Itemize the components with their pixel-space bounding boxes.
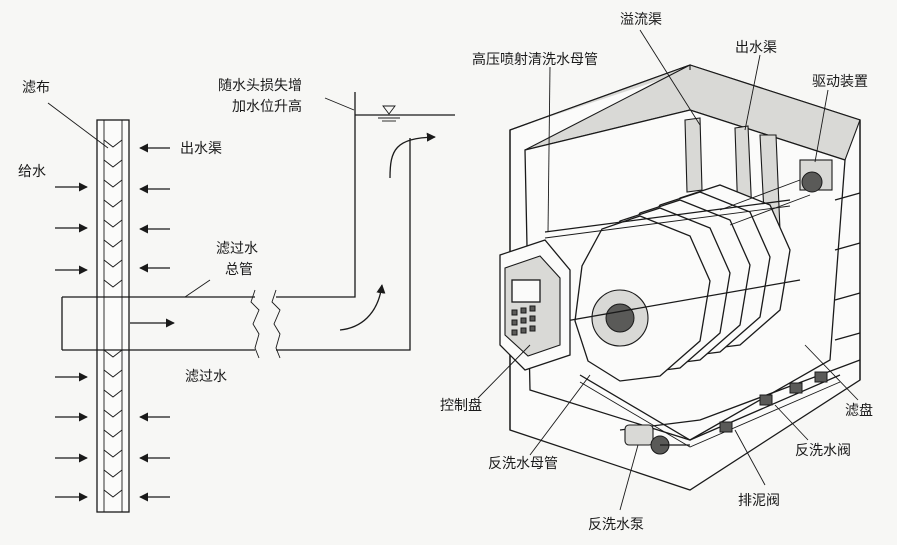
filter-cloth-panel: [96, 119, 130, 513]
label-backwash-valve: 反洗水阀: [795, 443, 851, 459]
label-filter-disc: 滤盘: [845, 402, 873, 419]
left-schematic: 滤布 给水 出水渠 随水头损失增 加水位升高 滤过水 总管 滤过水: [18, 78, 455, 513]
leader-outlet: [744, 54, 761, 131]
label-hp-spray-pipe: 高压喷射清洗水母管: [472, 51, 598, 68]
spray-pipe: [544, 199, 791, 233]
leader-head-loss: [324, 97, 355, 111]
leader-sludge-valve: [734, 429, 766, 486]
label-filtered-main-2: 总管: [225, 262, 253, 278]
backwash-pump: [624, 424, 690, 455]
label-drive-unit: 驱动装置: [812, 74, 868, 90]
label-control-panel: 控制盘: [440, 397, 482, 414]
riser-pipe: [276, 92, 411, 351]
leader-backwash-main: [529, 374, 591, 456]
outside-arrows: [139, 143, 170, 502]
label-backwash-main: 反洗水母管: [488, 456, 558, 472]
water-level-symbol: [382, 105, 396, 115]
leader-drive: [814, 89, 829, 163]
overflow-weir: [684, 117, 703, 193]
pipe-break-left: [250, 289, 260, 359]
leader-backwash-valve: [774, 404, 809, 441]
feed-arrows: [55, 182, 88, 502]
leader-filter-cloth: [47, 102, 109, 149]
label-backwash-pump: 反洗水泵: [588, 517, 644, 533]
backwash-main-pipe: [579, 374, 841, 441]
leader-control-panel: [477, 344, 531, 399]
label-filtered-main-1: 滤过水: [216, 241, 258, 257]
cloth-chevrons: [103, 139, 123, 498]
label-head-loss-1: 随水头损失增: [218, 78, 302, 94]
label-filtered-water: 滤过水: [185, 369, 227, 385]
label-outlet-channel-right: 出水渠: [735, 40, 777, 56]
label-sludge-valve: 排泥阀: [738, 493, 780, 509]
leader-pump: [619, 444, 639, 511]
pipe-break-right: [271, 289, 281, 359]
drive-shaft: [559, 279, 801, 323]
backwash-valves: [719, 371, 828, 433]
leader-filter-disc: [804, 344, 859, 401]
control-panel: [499, 239, 571, 371]
leader-overflow: [639, 29, 701, 126]
filter-discs: [559, 184, 801, 382]
right-isometric: 溢流渠 高压喷射清洗水母管 出水渠 驱动装置 控制盘 反洗水母管 反洗水泵 排泥…: [440, 12, 873, 533]
leader-spray-pipe: [547, 66, 551, 233]
filtered-main-pipe: [61, 296, 255, 351]
up-flow-arrow: [339, 284, 386, 331]
drive-belt: [719, 179, 811, 226]
overflow-arrow: [389, 132, 436, 179]
label-head-loss-2: 加水位升高: [232, 98, 302, 115]
label-filter-cloth: 滤布: [22, 80, 50, 96]
label-feed-water: 给水: [18, 164, 46, 180]
label-overflow-channel: 溢流渠: [620, 12, 662, 28]
leader-filtered-main: [184, 279, 211, 298]
label-outlet-channel-left: 出水渠: [180, 141, 222, 157]
